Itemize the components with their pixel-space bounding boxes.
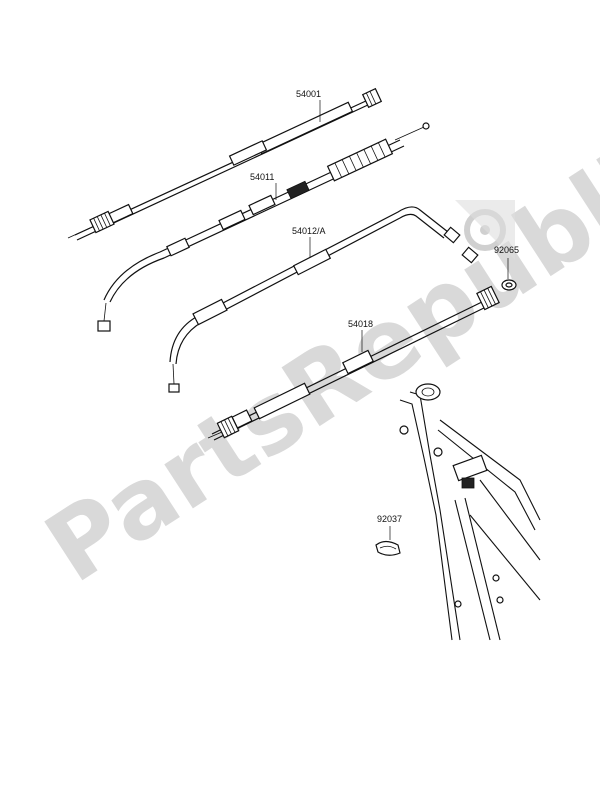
part-label-54001: 54001 [296,89,321,99]
leader-lines [275,100,509,540]
frame-section [399,383,541,641]
part-labels: 54001 54011 54012/A 92065 54018 92037 [250,89,519,524]
clamp-92037[interactable] [375,540,401,556]
part-label-54018: 54018 [348,319,373,329]
part-label-92065: 92065 [494,245,519,255]
part-label-92037: 92037 [377,514,402,524]
washer-92065[interactable] [501,279,517,291]
watermark-gear-icon [455,200,515,260]
cable-54012a[interactable] [168,206,479,393]
cable-54011[interactable] [97,122,430,332]
part-label-54012a: 54012/A [292,226,326,236]
cable-54001[interactable] [67,87,383,241]
watermark: PartsRepublik [27,97,600,605]
cable-54018[interactable] [207,285,500,441]
watermark-text: PartsRepublik [27,97,600,605]
part-label-54011: 54011 [250,172,274,182]
